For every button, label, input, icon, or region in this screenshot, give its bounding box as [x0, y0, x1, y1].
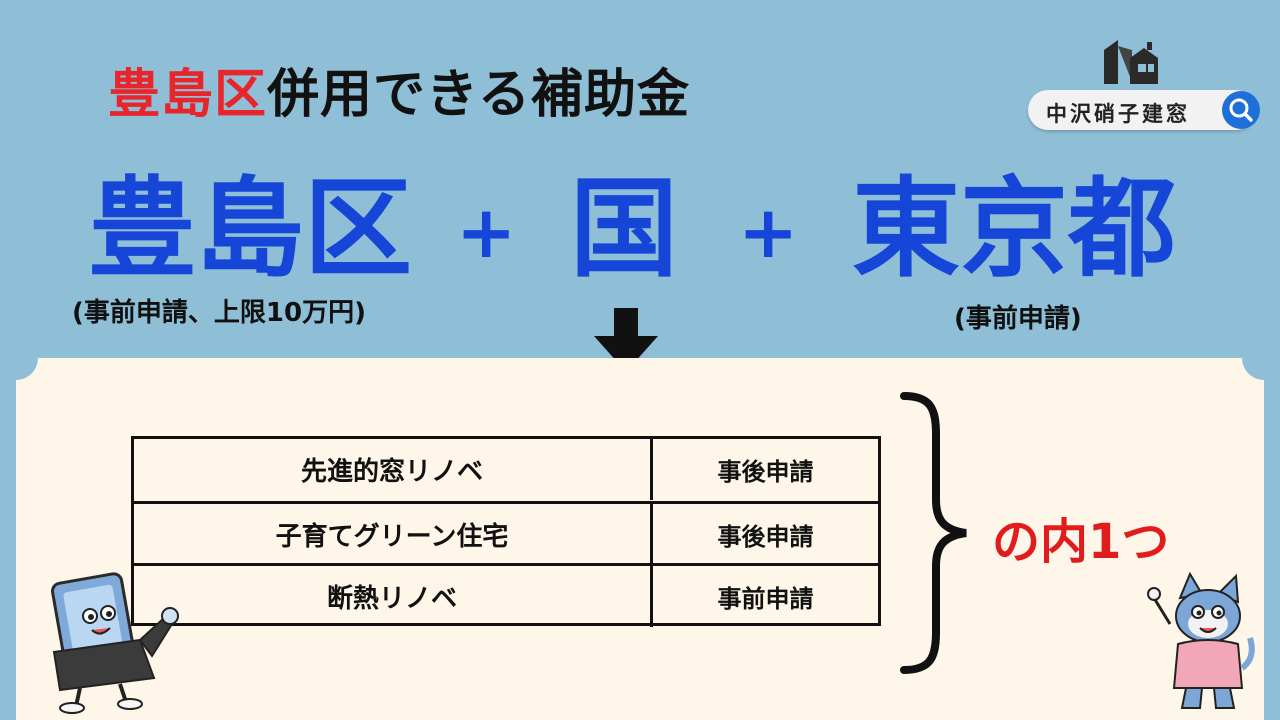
table-row: 子育てグリーン住宅 事後申請 — [134, 501, 878, 565]
house-logo-icon — [1104, 40, 1158, 84]
table-row: 先進的窓リノベ 事後申請 — [134, 439, 878, 500]
down-arrow-icon — [594, 308, 658, 372]
search-button[interactable] — [1222, 91, 1260, 129]
cat-mascot-illustration — [1147, 571, 1255, 709]
subsidy-name: 子育てグリーン住宅 — [275, 522, 509, 552]
subsidy-timing: 事前申請 — [650, 566, 878, 627]
subsidy-timing: 事後申請 — [650, 439, 878, 500]
subsidy-name: 断熱リノベ — [326, 584, 457, 614]
formula-plus-1: + — [456, 190, 517, 274]
formula-metro: 東京都 — [852, 167, 1177, 292]
brand-name: 中沢硝子建窓 — [1046, 102, 1190, 126]
metro-note: (事前申請) — [954, 304, 1082, 334]
formula-plus-2: + — [738, 190, 799, 274]
ward-note: (事前申請、上限10万円) — [72, 298, 366, 328]
table-row: 断熱リノベ 事前申請 — [134, 563, 878, 627]
formula-ward: 豊島区 — [88, 167, 413, 292]
subsidy-timing: 事後申請 — [650, 504, 878, 565]
curly-brace-icon — [900, 392, 967, 674]
choose-one-label: の内1つ — [992, 514, 1170, 570]
subsidy-name: 先進的窓リノベ — [300, 457, 483, 487]
search-icon — [1229, 98, 1253, 122]
title-text: 併用できる補助金 — [267, 65, 690, 125]
brand-search-pill[interactable]: 中沢硝子建窓 — [1028, 90, 1260, 130]
window-mascot-illustration — [51, 572, 179, 714]
brand-logo[interactable]: 中沢硝子建窓 — [1028, 36, 1264, 136]
title-ward-name: 豊島区 — [108, 65, 268, 125]
subsidy-table: 先進的窓リノベ 事後申請 子育てグリーン住宅 事後申請 断熱リノベ 事前申請 — [131, 436, 881, 627]
formula-nation: 国 — [570, 167, 679, 292]
page-title: 豊島区併用できる補助金 — [108, 52, 690, 127]
